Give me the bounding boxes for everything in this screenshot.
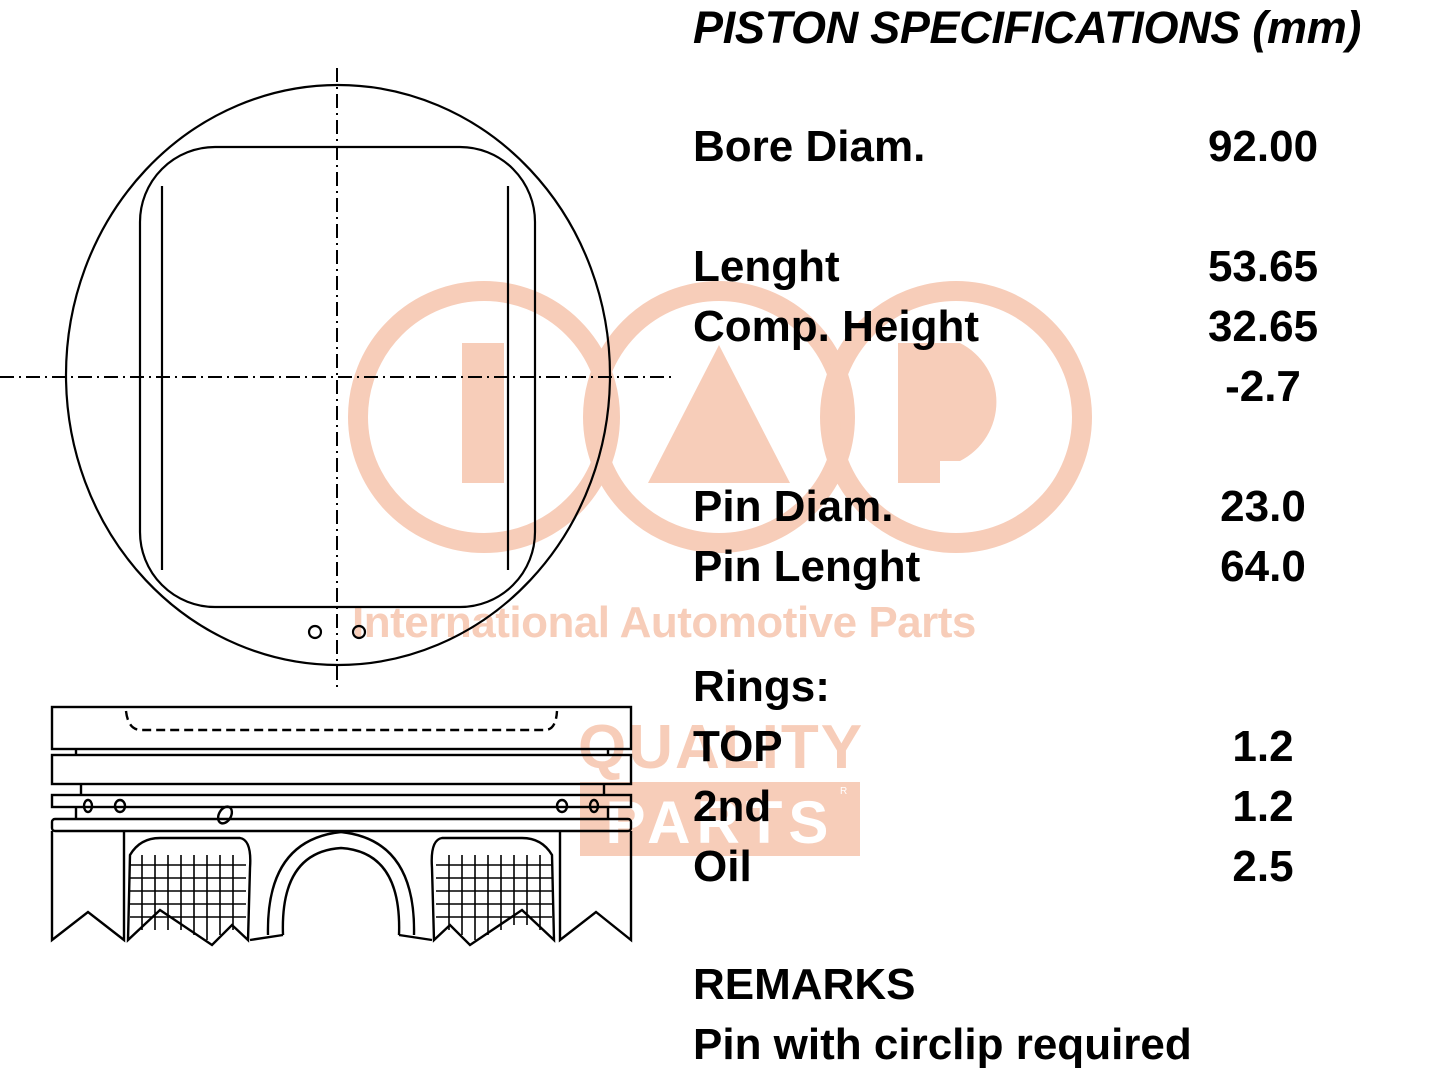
watermark-ring-left	[348, 281, 620, 553]
spec-label: Bore Diam.	[693, 122, 926, 171]
spec-row-rings-heading: Rings:	[693, 662, 1333, 714]
watermark-parts: PARTS	[605, 789, 835, 856]
spec-row-bore-diam: Bore Diam. 92.00	[693, 122, 1333, 174]
valve-mark-right	[351, 624, 367, 640]
spec-row-comp-height: Comp. Height 32.65	[693, 302, 1333, 354]
registered-mark: R	[840, 786, 848, 797]
remarks-text: Pin with circlip required	[693, 1020, 1192, 1069]
spec-value: -2.7	[1225, 362, 1301, 411]
pin-bore-inner	[281, 846, 401, 936]
spec-label: Pin Diam.	[693, 482, 894, 531]
spec-value: 92.00	[1207, 122, 1319, 171]
pin-boss-base	[249, 933, 284, 942]
watermark-ring-middle	[583, 281, 855, 553]
spec-value: 2.5	[1232, 842, 1294, 891]
spec-label: Lenght	[693, 242, 840, 291]
watermark-letter-p	[898, 343, 997, 483]
oil-hole-1	[82, 798, 94, 814]
spec-value: 53.65	[1207, 242, 1319, 291]
spec-row-pin-diam: Pin Diam. 23.0	[693, 482, 1333, 534]
pin-boss-right	[430, 836, 556, 947]
watermark-letter-i	[462, 343, 504, 483]
spec-row-ring-top: TOP 1.2	[693, 722, 1333, 774]
spec-label: Rings:	[693, 662, 830, 711]
spec-label: 2nd	[693, 782, 772, 831]
watermark-ring-right	[820, 281, 1092, 553]
oil-hole-3	[555, 798, 569, 814]
spec-row-ring-oil: Oil 2.5	[693, 842, 1333, 894]
piston-crown-outline	[64, 83, 612, 667]
spec-value: 1.2	[1232, 782, 1294, 831]
valve-mark-left	[307, 624, 323, 640]
spec-label: Pin Lenght	[693, 542, 921, 591]
pin-bore-outer	[266, 830, 416, 936]
watermark-letter-a	[648, 345, 790, 483]
spec-row-length: Lenght 53.65	[693, 242, 1333, 294]
oil-ring-band	[50, 817, 633, 833]
piston-top-land	[50, 705, 633, 751]
spec-label: Oil	[693, 842, 752, 891]
piston-bowl-hidden-line	[124, 710, 559, 732]
ring-gap-mark	[216, 805, 234, 825]
spec-row-comp-height-offset: -2.7	[693, 362, 1333, 414]
spec-row-ring-2nd: 2nd 1.2	[693, 782, 1333, 834]
spec-value: 64.0	[1220, 542, 1306, 591]
piston-crosshatch	[130, 855, 552, 940]
oil-hole-2	[113, 798, 127, 814]
piston-top-view	[0, 68, 676, 688]
oil-hole-4	[588, 798, 600, 814]
piston-skirt-outline	[50, 831, 126, 943]
remarks-title: REMARKS	[693, 960, 916, 1009]
pin-boss-left	[126, 836, 252, 947]
watermark-quality: QUALITY	[578, 713, 865, 782]
piston-side-view	[50, 705, 633, 947]
spec-value: 32.65	[1207, 302, 1319, 351]
spec-value: 23.0	[1220, 482, 1306, 531]
spec-label: TOP	[693, 722, 783, 771]
pin-boss-base-right	[398, 933, 433, 942]
spec-row-pin-length: Pin Lenght 64.0	[693, 542, 1333, 594]
spec-title: PISTON SPECIFICATIONS (mm)	[693, 2, 1362, 53]
piston-third-land	[50, 793, 633, 809]
spec-value: 1.2	[1232, 722, 1294, 771]
spec-label: Comp. Height	[693, 302, 979, 351]
piston-second-land	[50, 753, 633, 786]
piston-skirt-outline-right	[558, 831, 633, 943]
